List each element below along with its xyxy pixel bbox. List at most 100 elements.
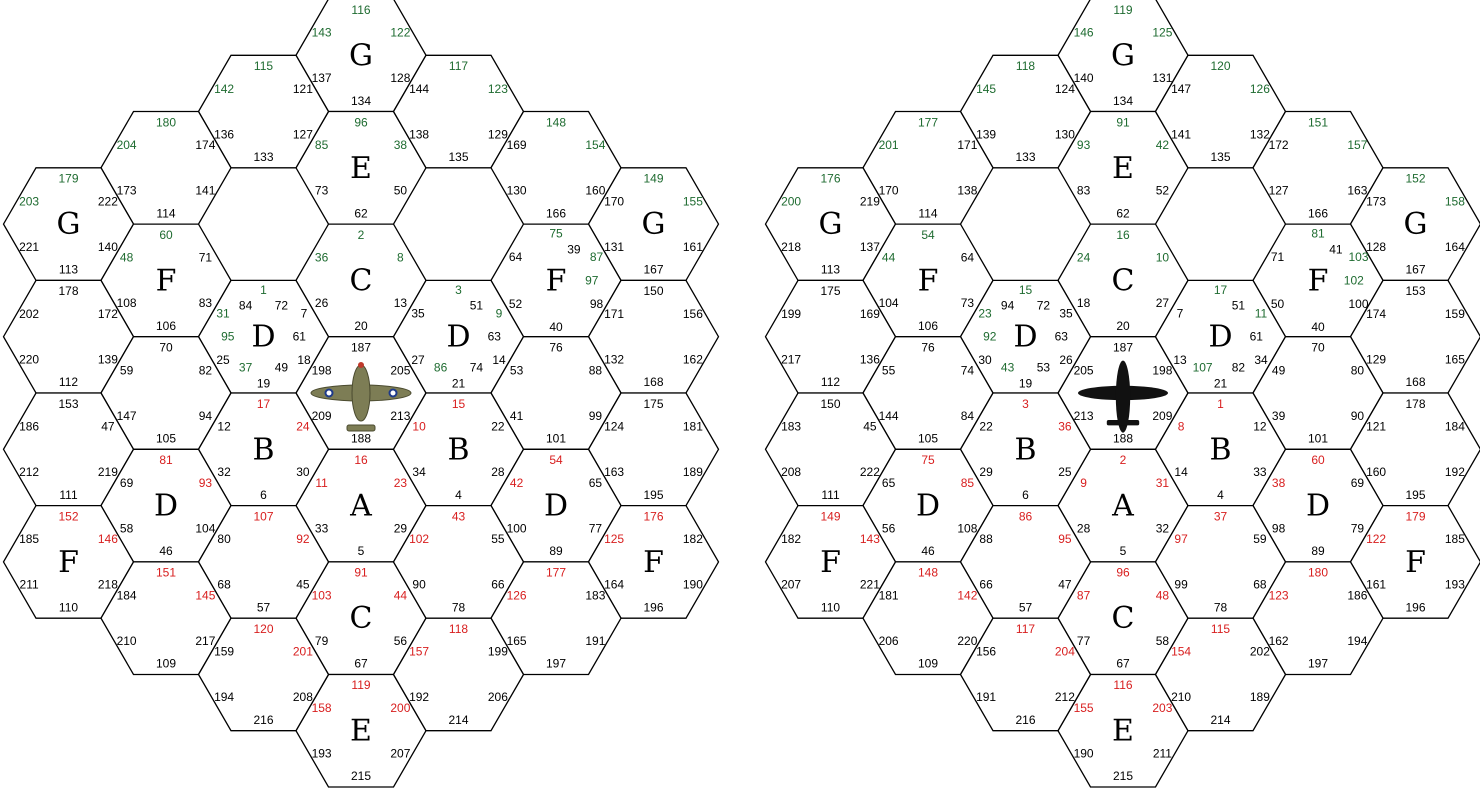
edge-number: 204 <box>1055 645 1075 659</box>
edge-number: 101 <box>1308 432 1328 446</box>
edge-number: 142 <box>214 82 234 96</box>
edge-number: 124 <box>604 420 624 434</box>
edge-number: 56 <box>394 634 408 648</box>
edge-number: 119 <box>351 678 370 692</box>
edge-number: 187 <box>351 341 371 355</box>
edge-number: 7 <box>1177 306 1184 320</box>
edge-number: 75 <box>549 227 563 241</box>
black-fighter-plane-icon[interactable] <box>1078 360 1168 433</box>
edge-number: 85 <box>961 476 975 490</box>
edge-number: 41 <box>510 409 524 423</box>
hex-letter: F <box>918 263 939 298</box>
edge-number: 64 <box>961 251 975 265</box>
hex-letter: D <box>154 489 178 524</box>
edge-number: 82 <box>1232 361 1246 375</box>
edge-number: 136 <box>214 127 234 141</box>
edge-number: 24 <box>1077 251 1091 265</box>
edge-number: 44 <box>882 251 896 265</box>
edge-number: 151 <box>156 566 176 580</box>
edge-number: 94 <box>1001 299 1015 313</box>
edge-number: 86 <box>1019 509 1033 523</box>
edge-number: 49 <box>275 361 289 375</box>
edge-number: 115 <box>254 59 273 73</box>
edge-number: 34 <box>412 465 426 479</box>
edge-number: 25 <box>216 353 230 367</box>
edge-number: 55 <box>491 532 505 546</box>
edge-number: 179 <box>1405 509 1425 523</box>
olive-fighter-plane-icon[interactable] <box>310 362 412 432</box>
hex-letter: D <box>916 489 940 524</box>
edge-number: 80 <box>217 532 231 546</box>
edge-number: 178 <box>1405 397 1425 411</box>
edge-number: 161 <box>1366 578 1386 592</box>
edge-number: 48 <box>120 251 134 265</box>
edge-number: 2 <box>1120 453 1127 467</box>
edge-number: 197 <box>546 657 566 671</box>
edge-number: 37 <box>1214 509 1228 523</box>
edge-number: 116 <box>1113 678 1132 692</box>
edge-number: 114 <box>918 206 937 220</box>
edge-number: 160 <box>1366 465 1386 479</box>
edge-number: 177 <box>546 566 566 580</box>
edge-number: 69 <box>1351 476 1365 490</box>
edge-number: 92 <box>983 330 997 344</box>
edge-number: 147 <box>117 409 137 423</box>
edge-number: 8 <box>397 251 404 265</box>
edge-number: 199 <box>781 307 801 321</box>
edge-number: 35 <box>411 306 425 320</box>
edge-number: 14 <box>492 353 506 367</box>
edge-number: 11 <box>315 476 328 490</box>
edge-number: 100 <box>507 521 527 535</box>
edge-number: 34 <box>1254 353 1268 367</box>
